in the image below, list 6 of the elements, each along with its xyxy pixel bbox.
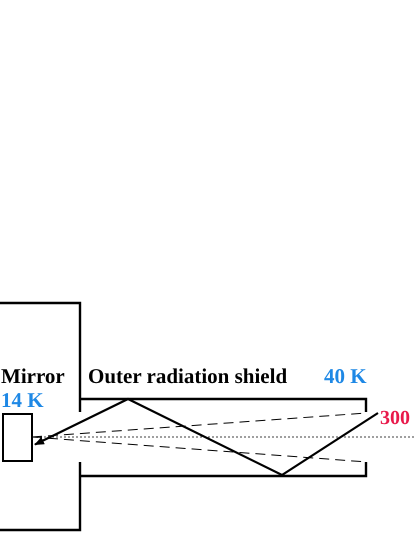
temperature-label: 40 K xyxy=(324,364,367,388)
label-text: Outer radiation shield xyxy=(88,364,288,388)
temperature-label: 300 xyxy=(380,406,410,430)
label-text: Mirror xyxy=(1,364,65,388)
ray-arrow xyxy=(34,398,379,476)
temperature-label: 14 K xyxy=(1,388,44,412)
